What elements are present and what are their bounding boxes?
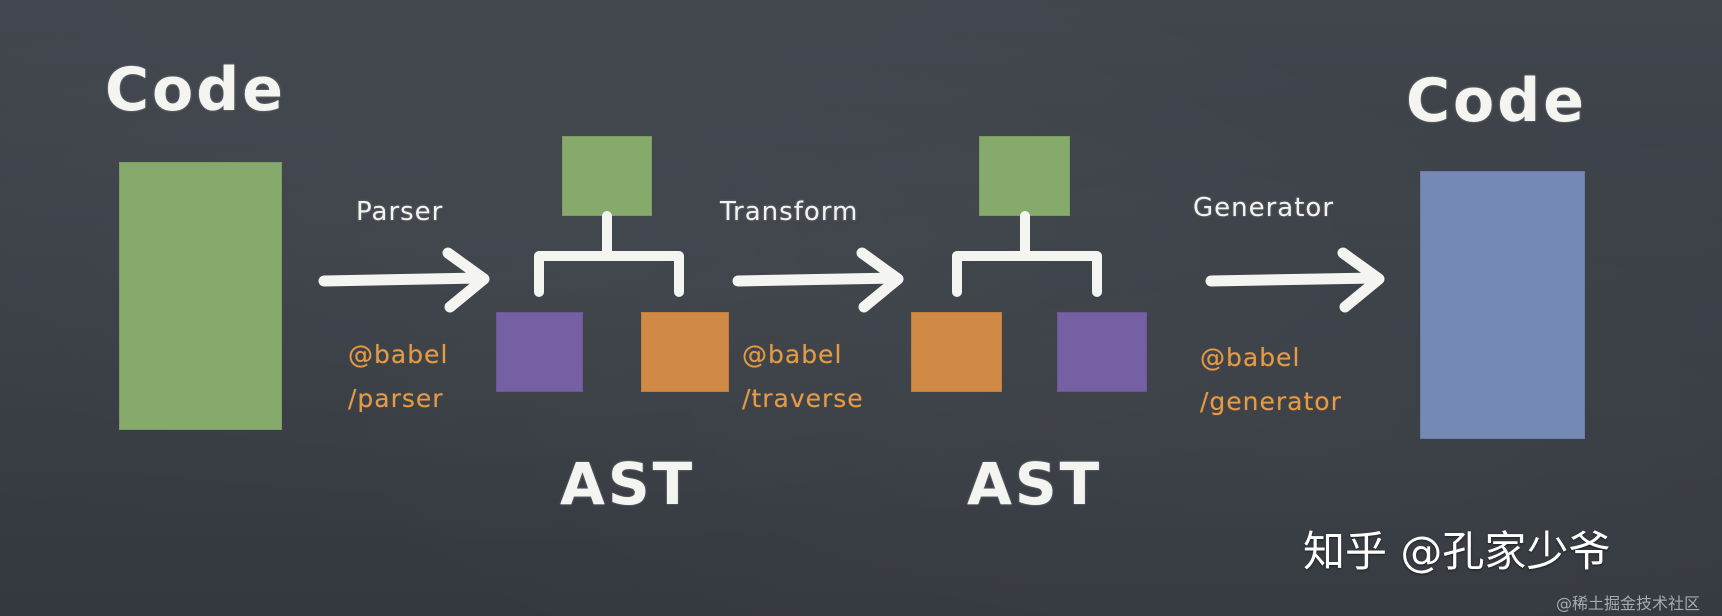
generator-label: Generator — [1193, 193, 1335, 223]
ast2-branch-lines — [952, 211, 1102, 297]
transform-label: Transform — [720, 197, 859, 227]
input-code-title: Code — [105, 55, 286, 125]
generator-package-scope: @babel — [1200, 343, 1301, 372]
ast2-right-node — [1057, 312, 1147, 392]
transform-package: @babel /traverse — [742, 333, 864, 421]
parser-package: @babel /parser — [348, 333, 448, 421]
ast2-root-node — [979, 136, 1070, 216]
ast2-label: AST — [967, 450, 1103, 518]
ast1-label: AST — [560, 450, 696, 518]
parser-arrow-icon — [318, 247, 490, 313]
generator-package: @babel /generator — [1200, 336, 1342, 424]
ast1-right-node — [641, 312, 729, 392]
parser-package-name: /parser — [348, 384, 444, 413]
generator-package-name: /generator — [1200, 387, 1342, 416]
zhihu-watermark: 知乎 @孔家少爷 — [1303, 527, 1611, 576]
output-code-title: Code — [1406, 66, 1587, 136]
ast2-left-node — [911, 312, 1002, 392]
output-code-block — [1420, 171, 1585, 439]
ast1-left-node — [496, 312, 583, 392]
source-watermark: @稀土掘金技术社区 — [1556, 594, 1701, 613]
ast1-root-node — [562, 136, 652, 216]
input-code-block — [119, 162, 282, 430]
ast1-branch-lines — [534, 211, 684, 297]
transform-arrow-icon — [732, 247, 904, 313]
transform-package-scope: @babel — [742, 340, 843, 369]
generator-arrow-icon — [1205, 247, 1385, 313]
parser-package-scope: @babel — [348, 340, 449, 369]
parser-label: Parser — [356, 197, 444, 227]
transform-package-name: /traverse — [742, 384, 864, 413]
